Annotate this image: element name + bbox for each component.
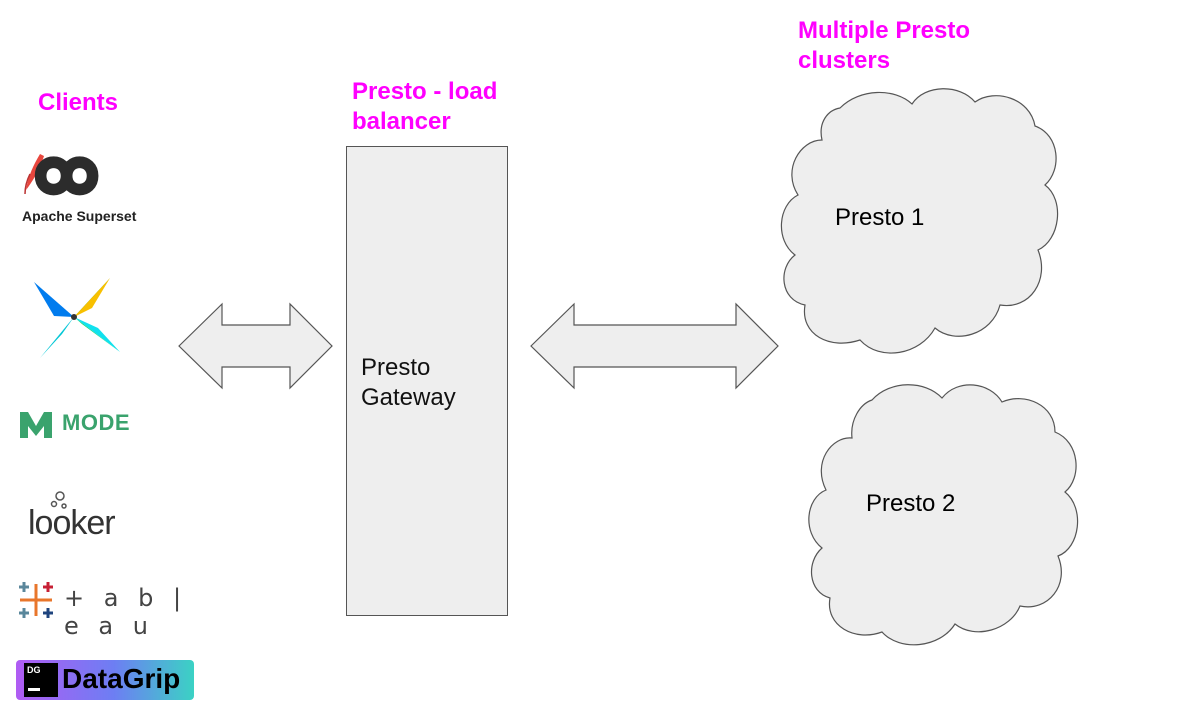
looker-logo: looker xyxy=(26,490,146,546)
mode-m-icon xyxy=(20,412,52,438)
airflow-logo xyxy=(20,272,128,362)
presto-2-label: Presto 2 xyxy=(866,490,956,517)
clients-heading: Clients xyxy=(38,89,119,116)
superset-icon xyxy=(24,154,99,196)
mode-logo: MODE xyxy=(18,406,138,442)
superset-wordmark: Apache Superset xyxy=(22,208,137,224)
datagrip-dg-icon: DG xyxy=(24,663,58,697)
right-double-arrow xyxy=(530,302,779,390)
presto-1-cloud xyxy=(780,88,1059,354)
gateway-label: Presto Gateway xyxy=(361,354,456,411)
load-balancer-heading: Presto - load balancer xyxy=(352,78,498,135)
presto-1-label: Presto 1 xyxy=(835,204,925,231)
datagrip-dg-label: DG xyxy=(27,665,41,675)
looker-dots-icon xyxy=(50,491,67,509)
datagrip-wordmark: DataGrip xyxy=(62,663,181,694)
superset-logo: Apache Superset xyxy=(10,146,137,231)
datagrip-logo: DG DataGrip xyxy=(16,660,194,700)
left-double-arrow xyxy=(178,302,333,390)
airflow-pinwheel-icon xyxy=(34,278,120,358)
presto-2-cloud xyxy=(808,384,1079,646)
looker-wordmark: looker xyxy=(28,504,116,542)
tableau-crosses-icon xyxy=(19,582,53,618)
presto-gateway-box: Presto Gateway xyxy=(346,146,508,616)
tableau-wordmark: + a b | e a u xyxy=(64,584,188,640)
tableau-logo: + a b | e a u xyxy=(14,578,214,640)
mode-wordmark: MODE xyxy=(62,410,130,435)
clusters-heading: Multiple Presto clusters xyxy=(798,17,971,74)
